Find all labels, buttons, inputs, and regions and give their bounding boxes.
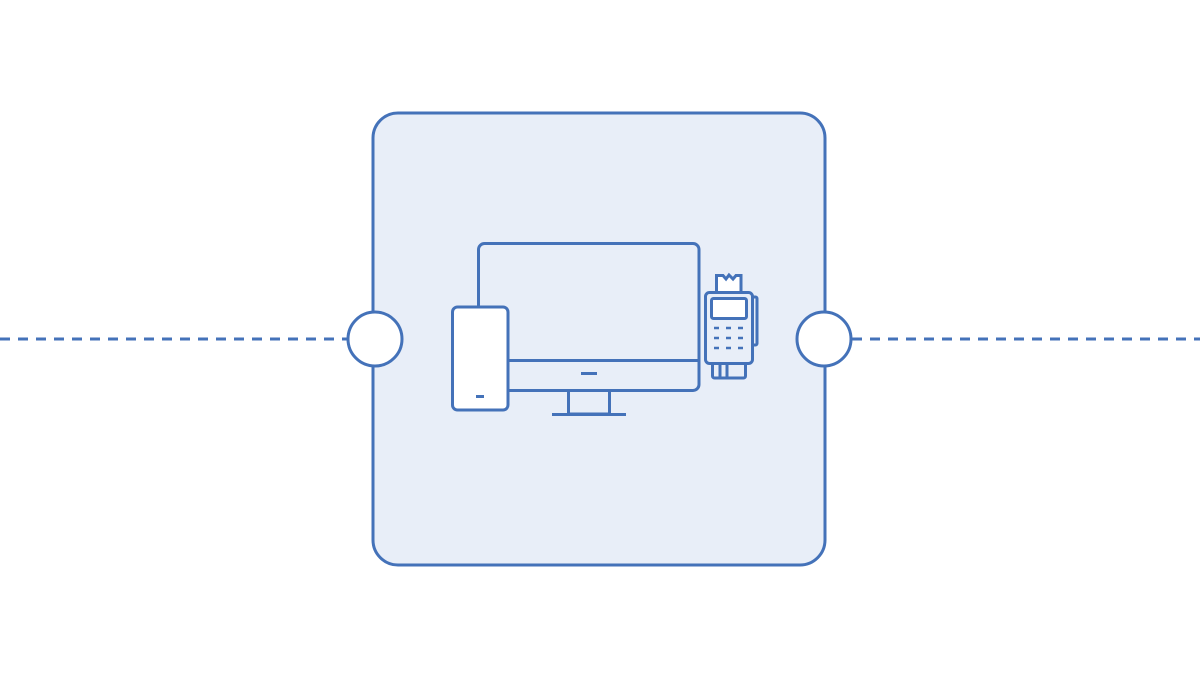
- smartphone-icon: [451, 305, 510, 412]
- output-port[interactable]: [795, 310, 853, 368]
- input-port[interactable]: [346, 310, 404, 368]
- card-terminal-icon: [704, 272, 759, 380]
